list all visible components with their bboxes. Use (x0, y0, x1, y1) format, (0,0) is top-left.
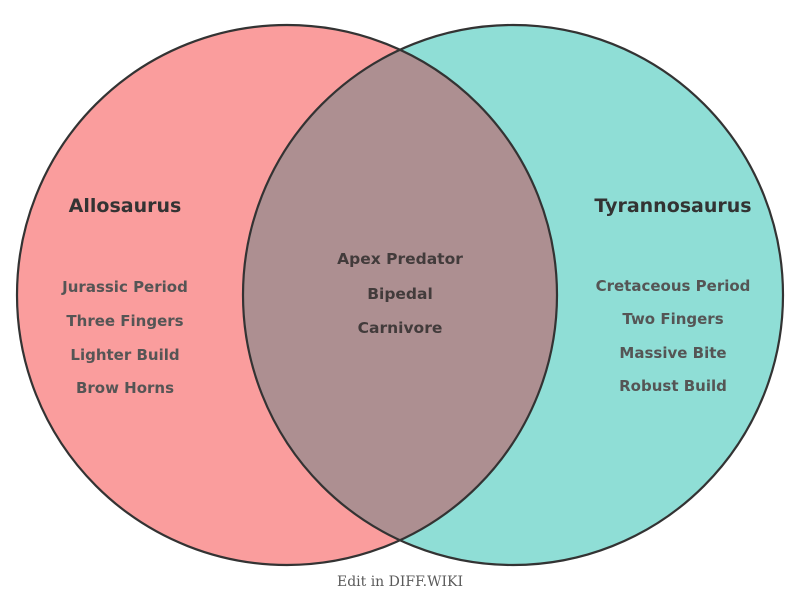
left-circle-title: Allosaurus (69, 195, 182, 217)
overlap-item-bipedal: Bipedal (367, 285, 433, 303)
left-item-brow-horns: Brow Horns (76, 379, 174, 397)
edit-in-diff-wiki-link[interactable]: Edit in DIFF.WIKI (337, 574, 463, 590)
right-item-robust-build: Robust Build (619, 377, 727, 395)
tyrannosaurus-circle-outline (241, 23, 785, 567)
overlap-item-carnivore: Carnivore (358, 319, 443, 337)
overlap-item-apex-predator: Apex Predator (337, 250, 463, 268)
left-item-lighter-build: Lighter Build (70, 346, 179, 364)
left-item-jurassic-period: Jurassic Period (61, 278, 188, 296)
right-item-massive-bite: Massive Bite (619, 344, 726, 362)
allosaurus-circle-outline (15, 23, 559, 567)
right-circle-title: Tyrannosaurus (594, 195, 751, 217)
overlap-region (243, 25, 557, 565)
left-item-three-fingers: Three Fingers (66, 312, 183, 330)
right-item-cretaceous-period: Cretaceous Period (596, 277, 751, 295)
right-item-two-fingers: Two Fingers (622, 310, 723, 328)
